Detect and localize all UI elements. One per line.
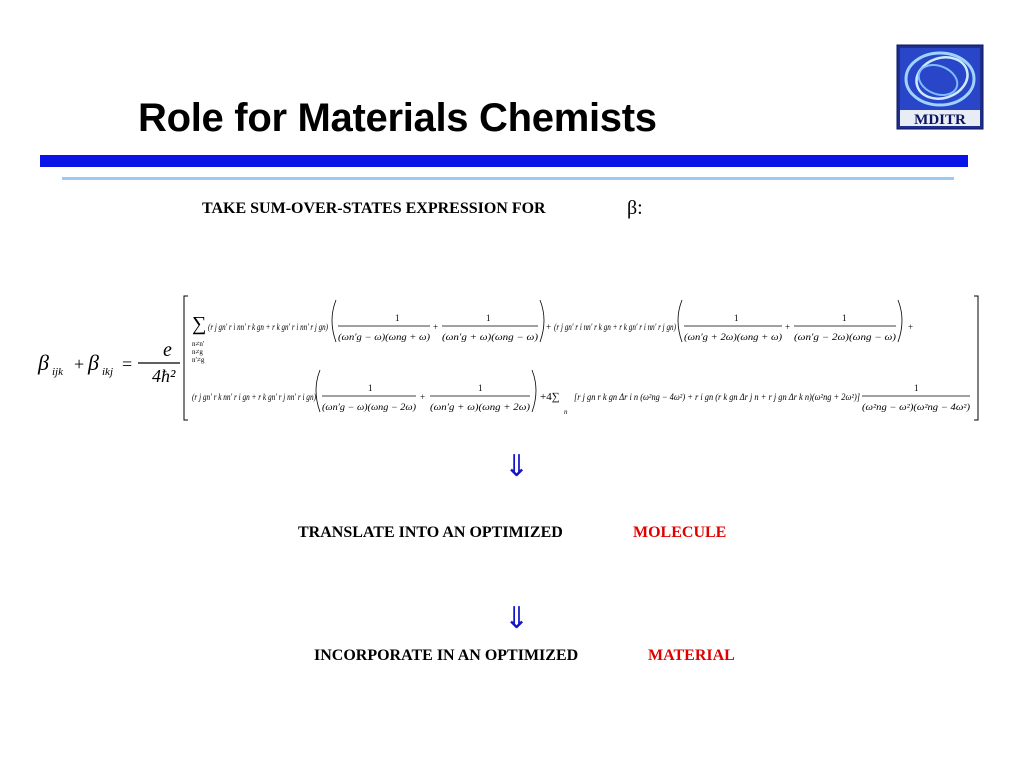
term3-frac2-num: 1 <box>478 383 483 393</box>
term3-matrix: (r j gn′ r k nn′ r i gn + r k gn′ r j nn… <box>192 392 316 402</box>
beta-symbol: β: <box>627 197 643 219</box>
term1-frac1-num: 1 <box>395 313 400 323</box>
term3-frac1-den: (ωn′g − ω)(ωng − 2ω) <box>322 402 416 412</box>
lhs-plus: + <box>74 354 84 374</box>
term1-frac2-num: 1 <box>486 313 491 323</box>
sum-over-states-equation: β ijk + β ikj = e 4ħ² ∑ n≠n′ n≠g n′≠g (r… <box>37 295 979 421</box>
slide-title: Role for Materials Chemists <box>138 96 657 140</box>
lhs-beta-2: β <box>87 350 99 375</box>
step2-highlight: MOLECULE <box>633 524 727 541</box>
term1-matrix: (r j gn′ r i nn′ r k gn + r k gn′ r i nn… <box>208 322 328 332</box>
term1-frac2-den: (ωn′g + ω)(ωng − ω) <box>442 332 538 342</box>
logo-text: MDITR <box>914 112 966 128</box>
term2-matrix: (r j gn′ r i nn′ r k gn + r k gn′ r i nn… <box>554 322 676 332</box>
lhs-equals: = <box>122 354 132 374</box>
term1-plus: + <box>433 322 438 332</box>
step3-highlight: MATERIAL <box>648 647 735 664</box>
term2-plus-inner: + <box>785 322 790 332</box>
term3-frac2-den: (ωn′g + ω)(ωng + 2ω) <box>430 402 530 412</box>
title-rule-thick <box>40 155 968 167</box>
lhs-subscript-ikj: ikj <box>102 366 113 378</box>
step2-text: TRANSLATE INTO AN OPTIMIZED <box>298 524 563 541</box>
term2-trailing-plus: + <box>908 322 913 332</box>
title-rule-thin <box>62 177 954 180</box>
term4-frac-num: 1 <box>914 383 919 393</box>
lhs-beta-1: β <box>37 350 49 375</box>
down-arrow-icon: ⇓ <box>504 450 530 483</box>
term1-frac1-den: (ωn′g − ω)(ωng + ω) <box>338 332 430 342</box>
mditr-logo: MDITR <box>896 44 984 130</box>
term2-frac2-den: (ωn′g − 2ω)(ωng − ω) <box>794 332 896 342</box>
step3-text: INCORPORATE IN AN OPTIMIZED <box>314 647 579 664</box>
sum-condition-1: n≠n′ <box>192 340 205 348</box>
term4-sum-index: n <box>564 408 568 416</box>
term2-frac1-den: (ωn′g + 2ω)(ωng + ω) <box>684 332 782 342</box>
prefactor-numerator: e <box>163 339 172 361</box>
sum-condition-3: n′≠g <box>192 356 205 364</box>
term4-bracket: [r j gn r k gn Δr i n (ω²ng − 4ω²) + r i… <box>574 392 860 402</box>
down-arrow-icon: ⇓ <box>504 602 530 635</box>
step1-text: TAKE SUM-OVER-STATES EXPRESSION FOR <box>202 200 546 217</box>
term4-frac-den: (ω²ng − ω²)(ω²ng − 4ω²) <box>862 402 970 412</box>
term2-plus: + <box>546 322 551 332</box>
term2-frac2-num: 1 <box>842 313 847 323</box>
prefactor-denominator: 4ħ² <box>152 366 176 386</box>
term2-frac1-num: 1 <box>734 313 739 323</box>
term3-frac1-num: 1 <box>368 383 373 393</box>
term3-plus: + <box>420 392 425 402</box>
term4-prefix: +4∑ <box>540 391 560 403</box>
lhs-subscript-ijk: ijk <box>52 366 64 378</box>
sum-condition-2: n≠g <box>192 348 203 356</box>
sum-symbol: ∑ <box>192 313 206 335</box>
